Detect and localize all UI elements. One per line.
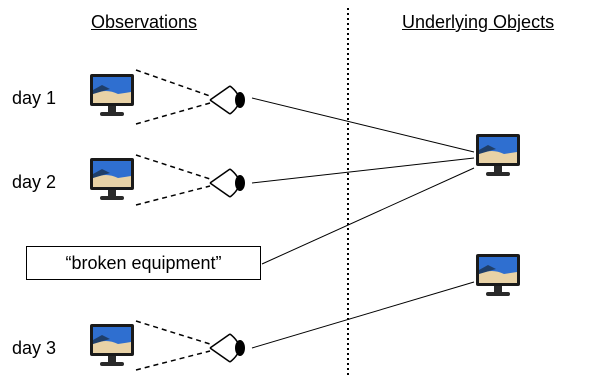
eye-icon xyxy=(206,159,254,207)
day-1-label: day 1 xyxy=(12,88,57,108)
underlying-objects-heading: Underlying Objects xyxy=(402,12,555,32)
link-day-1-to-object-1 xyxy=(251,97,475,153)
eye-icon xyxy=(206,76,254,124)
view-cone-day-1 xyxy=(135,69,211,125)
observations-heading: Observations xyxy=(91,12,198,32)
monitor-icon xyxy=(474,132,522,180)
link-day-2-to-object-1 xyxy=(251,157,475,184)
monitor-icon xyxy=(474,252,522,300)
view-cone-day-2 xyxy=(135,154,211,206)
link-day-3-to-object-2 xyxy=(251,281,475,349)
eye-icon xyxy=(206,324,254,372)
day-3-label: day 3 xyxy=(12,338,57,358)
day-2-label: day 2 xyxy=(12,172,57,192)
link-note-to-object-1 xyxy=(261,167,475,265)
broken-equipment-note: “broken equipment” xyxy=(26,246,261,280)
monitor-icon xyxy=(88,156,136,204)
monitor-icon xyxy=(88,322,136,370)
view-cone-day-3 xyxy=(135,320,211,371)
monitor-icon xyxy=(88,72,136,120)
